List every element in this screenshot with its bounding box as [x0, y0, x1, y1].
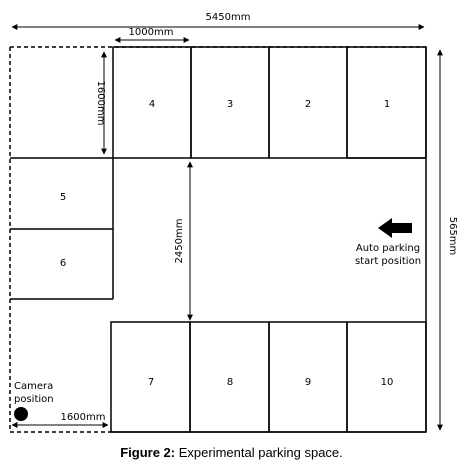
dimension-spot-width: 1000mm	[114, 27, 190, 43]
outer-boundary	[9, 46, 427, 433]
spot-label-5: 5	[60, 192, 66, 203]
left-spots	[10, 157, 114, 300]
spot-label-1: 1	[384, 99, 390, 110]
dimension-label-aisle-width: 2450mm	[174, 219, 185, 264]
figure-caption: Figure 2: Experimental parking space.	[0, 445, 463, 460]
auto-parking-label-line1: Auto parking	[356, 243, 420, 254]
camera-label-line1: Camera	[14, 381, 53, 392]
dimension-camera-offset: 1600mm	[11, 412, 109, 428]
auto-parking-label-line2: start position	[355, 256, 421, 267]
figure-caption-label: Figure 2:	[120, 445, 176, 460]
spot-label-10: 10	[381, 377, 394, 388]
spot-label-9: 9	[305, 377, 311, 388]
dimension-label-total-height: 565mm	[447, 217, 458, 256]
top-row-spots	[112, 46, 427, 159]
parking-space-diagram: 4 3 2 1 5 6 7 8 9 10 5450mm 1000mm 1600m…	[9, 12, 458, 433]
dimension-aisle-width: 2450mm	[174, 161, 193, 321]
left-arrow-icon	[378, 218, 412, 238]
camera-position: Camera position	[14, 381, 54, 421]
spot-label-6: 6	[60, 258, 66, 269]
camera-dot-icon	[14, 407, 28, 421]
bottom-row-spots	[110, 321, 427, 433]
spot-label-7: 7	[148, 377, 154, 388]
dimension-spot-depth: 1600mm	[95, 51, 107, 155]
dimension-total-height: 565mm	[437, 49, 458, 431]
dimension-label-camera-offset: 1600mm	[61, 412, 106, 423]
auto-parking-start: Auto parking start position	[355, 218, 421, 267]
dimension-label-total-width: 5450mm	[206, 12, 251, 23]
spot-label-3: 3	[227, 99, 233, 110]
camera-label-line2: position	[14, 394, 54, 405]
dimension-label-spot-depth: 1600mm	[95, 81, 106, 126]
spot-label-2: 2	[305, 99, 311, 110]
dimension-total-width: 5450mm	[11, 12, 425, 30]
dimension-label-spot-width: 1000mm	[129, 27, 174, 38]
figure-caption-text: Experimental parking space.	[175, 445, 343, 460]
spot-label-4: 4	[149, 99, 155, 110]
spot-label-8: 8	[227, 377, 233, 388]
